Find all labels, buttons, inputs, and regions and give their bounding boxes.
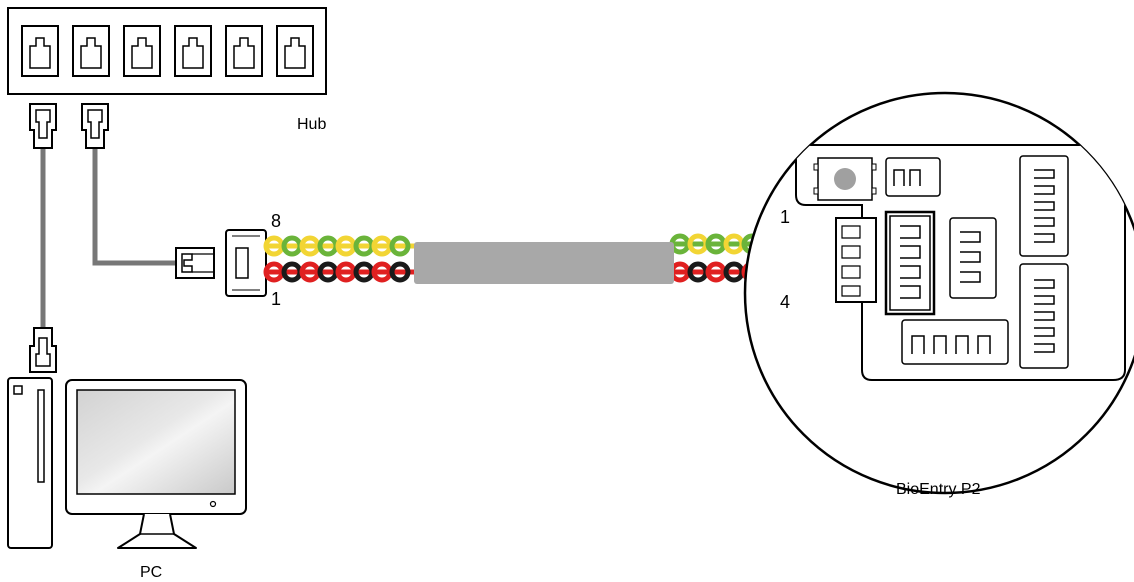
- wire-pair: [266, 264, 418, 280]
- device-pin-top-label: 1: [780, 208, 790, 226]
- hub-port-icon: [175, 26, 211, 76]
- rj45-jack-housing: [226, 230, 266, 296]
- hub-port-icon: [124, 26, 160, 76]
- hub-port-icon: [22, 26, 58, 76]
- rj45-pin-bottom-label: 1: [271, 290, 281, 308]
- device-label: BioEntry P2: [896, 482, 980, 498]
- rj45-plug-rj45-top: [82, 104, 108, 148]
- hub-port-icon: [277, 26, 313, 76]
- rj45-pin-top-label: 8: [271, 212, 281, 230]
- rj45-connector: [176, 248, 214, 278]
- wire-pair: [266, 238, 418, 254]
- patch-cable-hub-to-rj45: [95, 148, 176, 263]
- cable-jacket: [414, 242, 674, 284]
- rj45-plug-pc-bottom: [30, 328, 56, 372]
- rj45-plug-pc-top: [30, 104, 56, 148]
- hub-port-icon: [226, 26, 262, 76]
- hub-label: Hub: [297, 117, 326, 133]
- pc-monitor: [66, 380, 246, 548]
- device-zoom-circle: [745, 93, 1134, 493]
- pc-label: PC: [140, 565, 162, 581]
- pc-tower: [8, 378, 52, 548]
- hub: [8, 8, 326, 94]
- hub-port-icon: [73, 26, 109, 76]
- device-pin-bottom-label: 4: [780, 293, 790, 311]
